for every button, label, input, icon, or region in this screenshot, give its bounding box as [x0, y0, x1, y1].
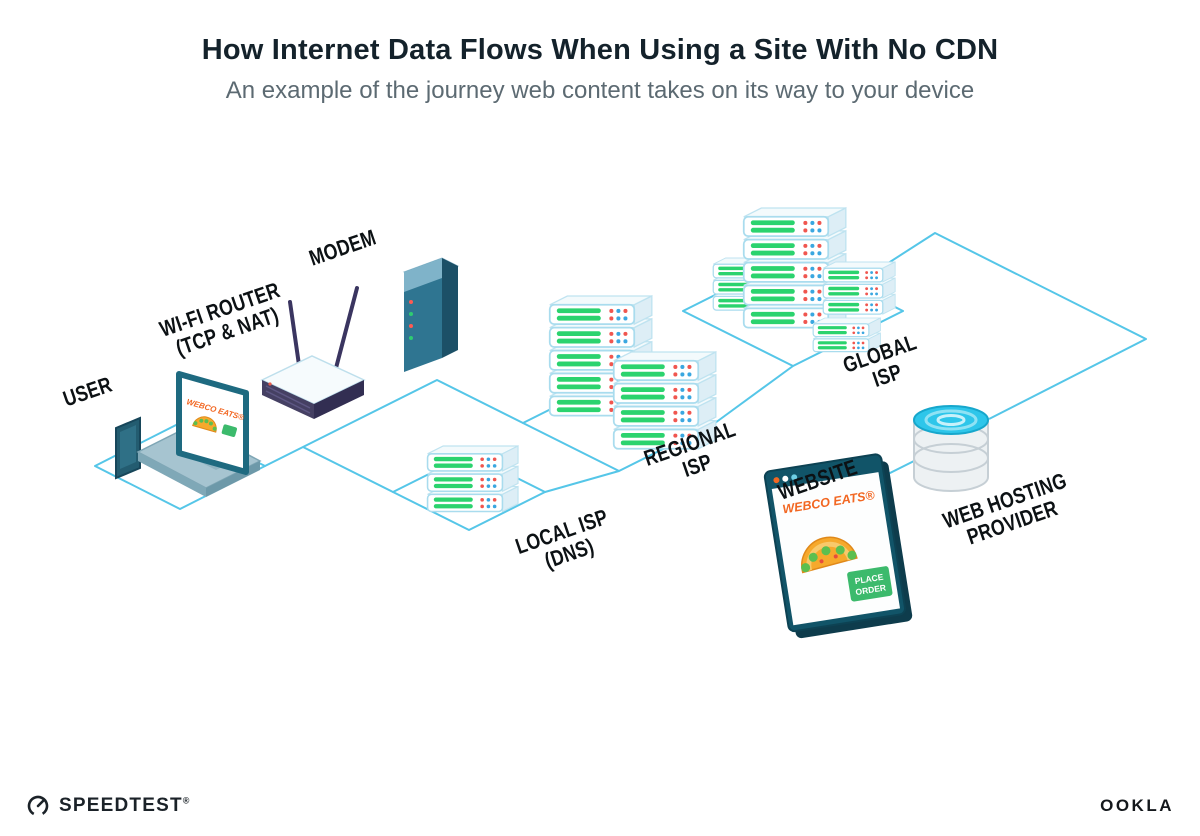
global-isp-servers-icon	[712, 207, 896, 353]
ookla-wordmark: OOKLA	[1100, 796, 1174, 815]
speedtest-logo: SPEEDTEST®	[26, 794, 191, 818]
local-isp-servers-icon	[426, 445, 519, 513]
speedtest-wordmark: SPEEDTEST®	[59, 795, 191, 816]
svg-text:PLACE: PLACE	[854, 572, 884, 586]
laptop-taco-illustration	[192, 416, 217, 433]
web-hosting-database-icon	[913, 405, 989, 492]
taco-illustration	[801, 536, 858, 574]
phone-icon	[115, 416, 141, 480]
svg-text:ORDER: ORDER	[855, 582, 887, 597]
regional-isp-servers-icon	[548, 295, 717, 450]
page-subtitle: An example of the journey web content ta…	[225, 77, 975, 104]
laptop-order-button	[221, 424, 237, 437]
modem-icon	[402, 257, 460, 372]
speedtest-gauge-icon	[27, 795, 49, 817]
website-browser-icon: WEBCO EATS® PLACE ORDER	[763, 453, 913, 639]
header: How Internet Data Flows When Using a Sit…	[0, 34, 1200, 105]
laptop-icon: WEBCO EATS®	[136, 371, 262, 497]
place-order-button: PLACE ORDER	[847, 566, 893, 602]
page-title: How Internet Data Flows When Using a Sit…	[201, 34, 999, 66]
user-device-icon: WEBCO EATS®	[115, 371, 262, 497]
wifi-router-icon	[260, 286, 366, 419]
